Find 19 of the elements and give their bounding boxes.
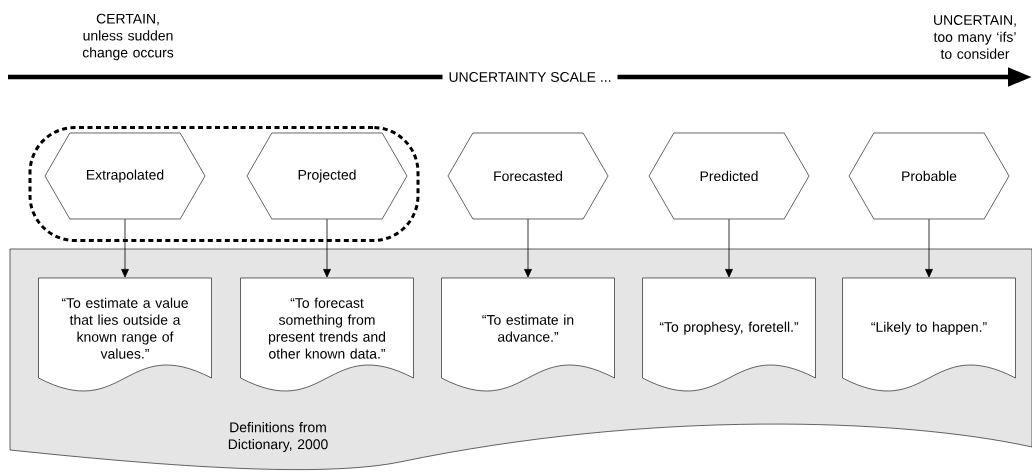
- scale-label: UNCERTAINTY SCALE ...: [449, 72, 611, 82]
- arrow: [725, 218, 733, 278]
- arrow: [925, 218, 933, 278]
- arrow: [121, 218, 129, 278]
- arrow: [323, 218, 331, 278]
- scale-end-label: CERTAIN, unless sudden change occurs: [82, 13, 174, 61]
- document-box: “To prophesy, foretell.”: [642, 277, 816, 391]
- document-box: “To estimate a value that lies outside a known range of values.”: [38, 277, 212, 391]
- arrow: [524, 218, 532, 278]
- document-box: “Likely to happen.”: [842, 277, 1016, 391]
- dashed-group-outline: [28, 126, 420, 242]
- hexagon: Projected: [246, 132, 408, 220]
- hexagon: Extrapolated: [44, 132, 206, 220]
- hexagon: Predicted: [648, 132, 810, 220]
- document-box: “To estimate in advance.”: [441, 277, 615, 391]
- hexagon: Probable: [848, 132, 1010, 220]
- scale-end-label: UNCERTAIN, too many ‘ifs’ to consider: [933, 15, 1016, 59]
- hexagon: Forecasted: [447, 132, 609, 220]
- document-box: “To forecast something from present trends and other known data.”: [240, 277, 414, 391]
